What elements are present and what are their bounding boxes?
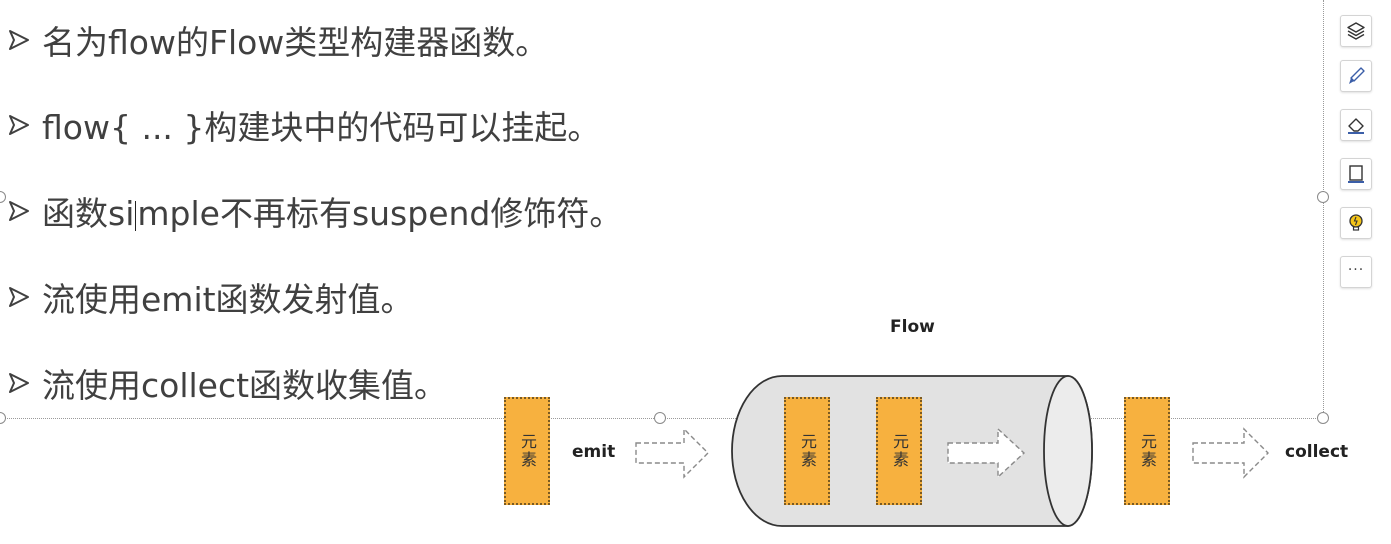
- collect-label: collect: [1285, 442, 1349, 462]
- frame-button[interactable]: [1340, 158, 1372, 190]
- bullet-text-before-caret: 函数si: [42, 194, 135, 233]
- element-label: 元素: [1138, 433, 1157, 469]
- element-block-in-flow-1: 元素: [784, 397, 830, 505]
- pen-icon: [1345, 65, 1367, 87]
- arrow-bullet-icon: [6, 112, 32, 138]
- bullet-text-after-caret: mple不再标有suspend修饰符。: [137, 194, 623, 233]
- collect-arrow: [1192, 427, 1269, 479]
- layers-button[interactable]: [1340, 15, 1372, 47]
- bullet-text[interactable]: 名为flow的Flow类型构建器函数。: [42, 23, 549, 62]
- bullet-text[interactable]: 函数simple不再标有suspend修饰符。: [42, 187, 622, 235]
- resize-handle-bottom[interactable]: [654, 412, 666, 424]
- pen-button[interactable]: [1340, 60, 1372, 92]
- eraser-button[interactable]: [1340, 109, 1372, 141]
- arrow-bullet-icon: [6, 27, 32, 53]
- bullet-item: 流使用collect函数收集值。: [6, 361, 447, 405]
- text-caret: [135, 200, 137, 231]
- arrow-bullet-icon: [6, 370, 32, 396]
- element-block-in-flow-2: 元素: [876, 397, 922, 505]
- ideas-button[interactable]: [1340, 207, 1372, 239]
- bullet-item: 流使用emit函数发射值。: [6, 275, 414, 319]
- resize-handle-right[interactable]: [1317, 191, 1329, 203]
- bullet-item: 函数simple不再标有suspend修饰符。: [6, 189, 622, 233]
- arrow-bullet-icon: [6, 284, 32, 310]
- emit-arrow: [635, 427, 709, 479]
- bullet-item: 名为flow的Flow类型构建器函数。: [6, 18, 548, 62]
- arrow-bullet-icon: [6, 198, 32, 224]
- flow-arrow: [947, 427, 1026, 479]
- element-block-collected: 元素: [1124, 397, 1170, 505]
- emit-label: emit: [572, 442, 616, 462]
- bullet-item: flow{ ... }构建块中的代码可以挂起。: [6, 103, 600, 147]
- frame-icon: [1345, 163, 1367, 185]
- element-label: 元素: [518, 433, 537, 469]
- element-label: 元素: [798, 433, 817, 469]
- bullet-text[interactable]: 流使用emit函数发射值。: [42, 280, 414, 319]
- element-label: 元素: [890, 433, 909, 469]
- element-block-emitted: 元素: [504, 397, 550, 505]
- more-icon: ···: [1347, 262, 1365, 278]
- diagram-title: Flow: [890, 317, 935, 337]
- eraser-icon: [1345, 114, 1367, 136]
- more-button[interactable]: ···: [1340, 256, 1372, 288]
- flow-pipe-end: [1043, 375, 1093, 527]
- selection-frame-right: [1323, 0, 1324, 418]
- layers-icon: [1345, 20, 1367, 42]
- bullet-text[interactable]: flow{ ... }构建块中的代码可以挂起。: [42, 108, 601, 147]
- lightbulb-icon: [1345, 212, 1367, 234]
- resize-handle-bottom-right[interactable]: [1317, 412, 1329, 424]
- bullet-text[interactable]: 流使用collect函数收集值。: [42, 366, 448, 405]
